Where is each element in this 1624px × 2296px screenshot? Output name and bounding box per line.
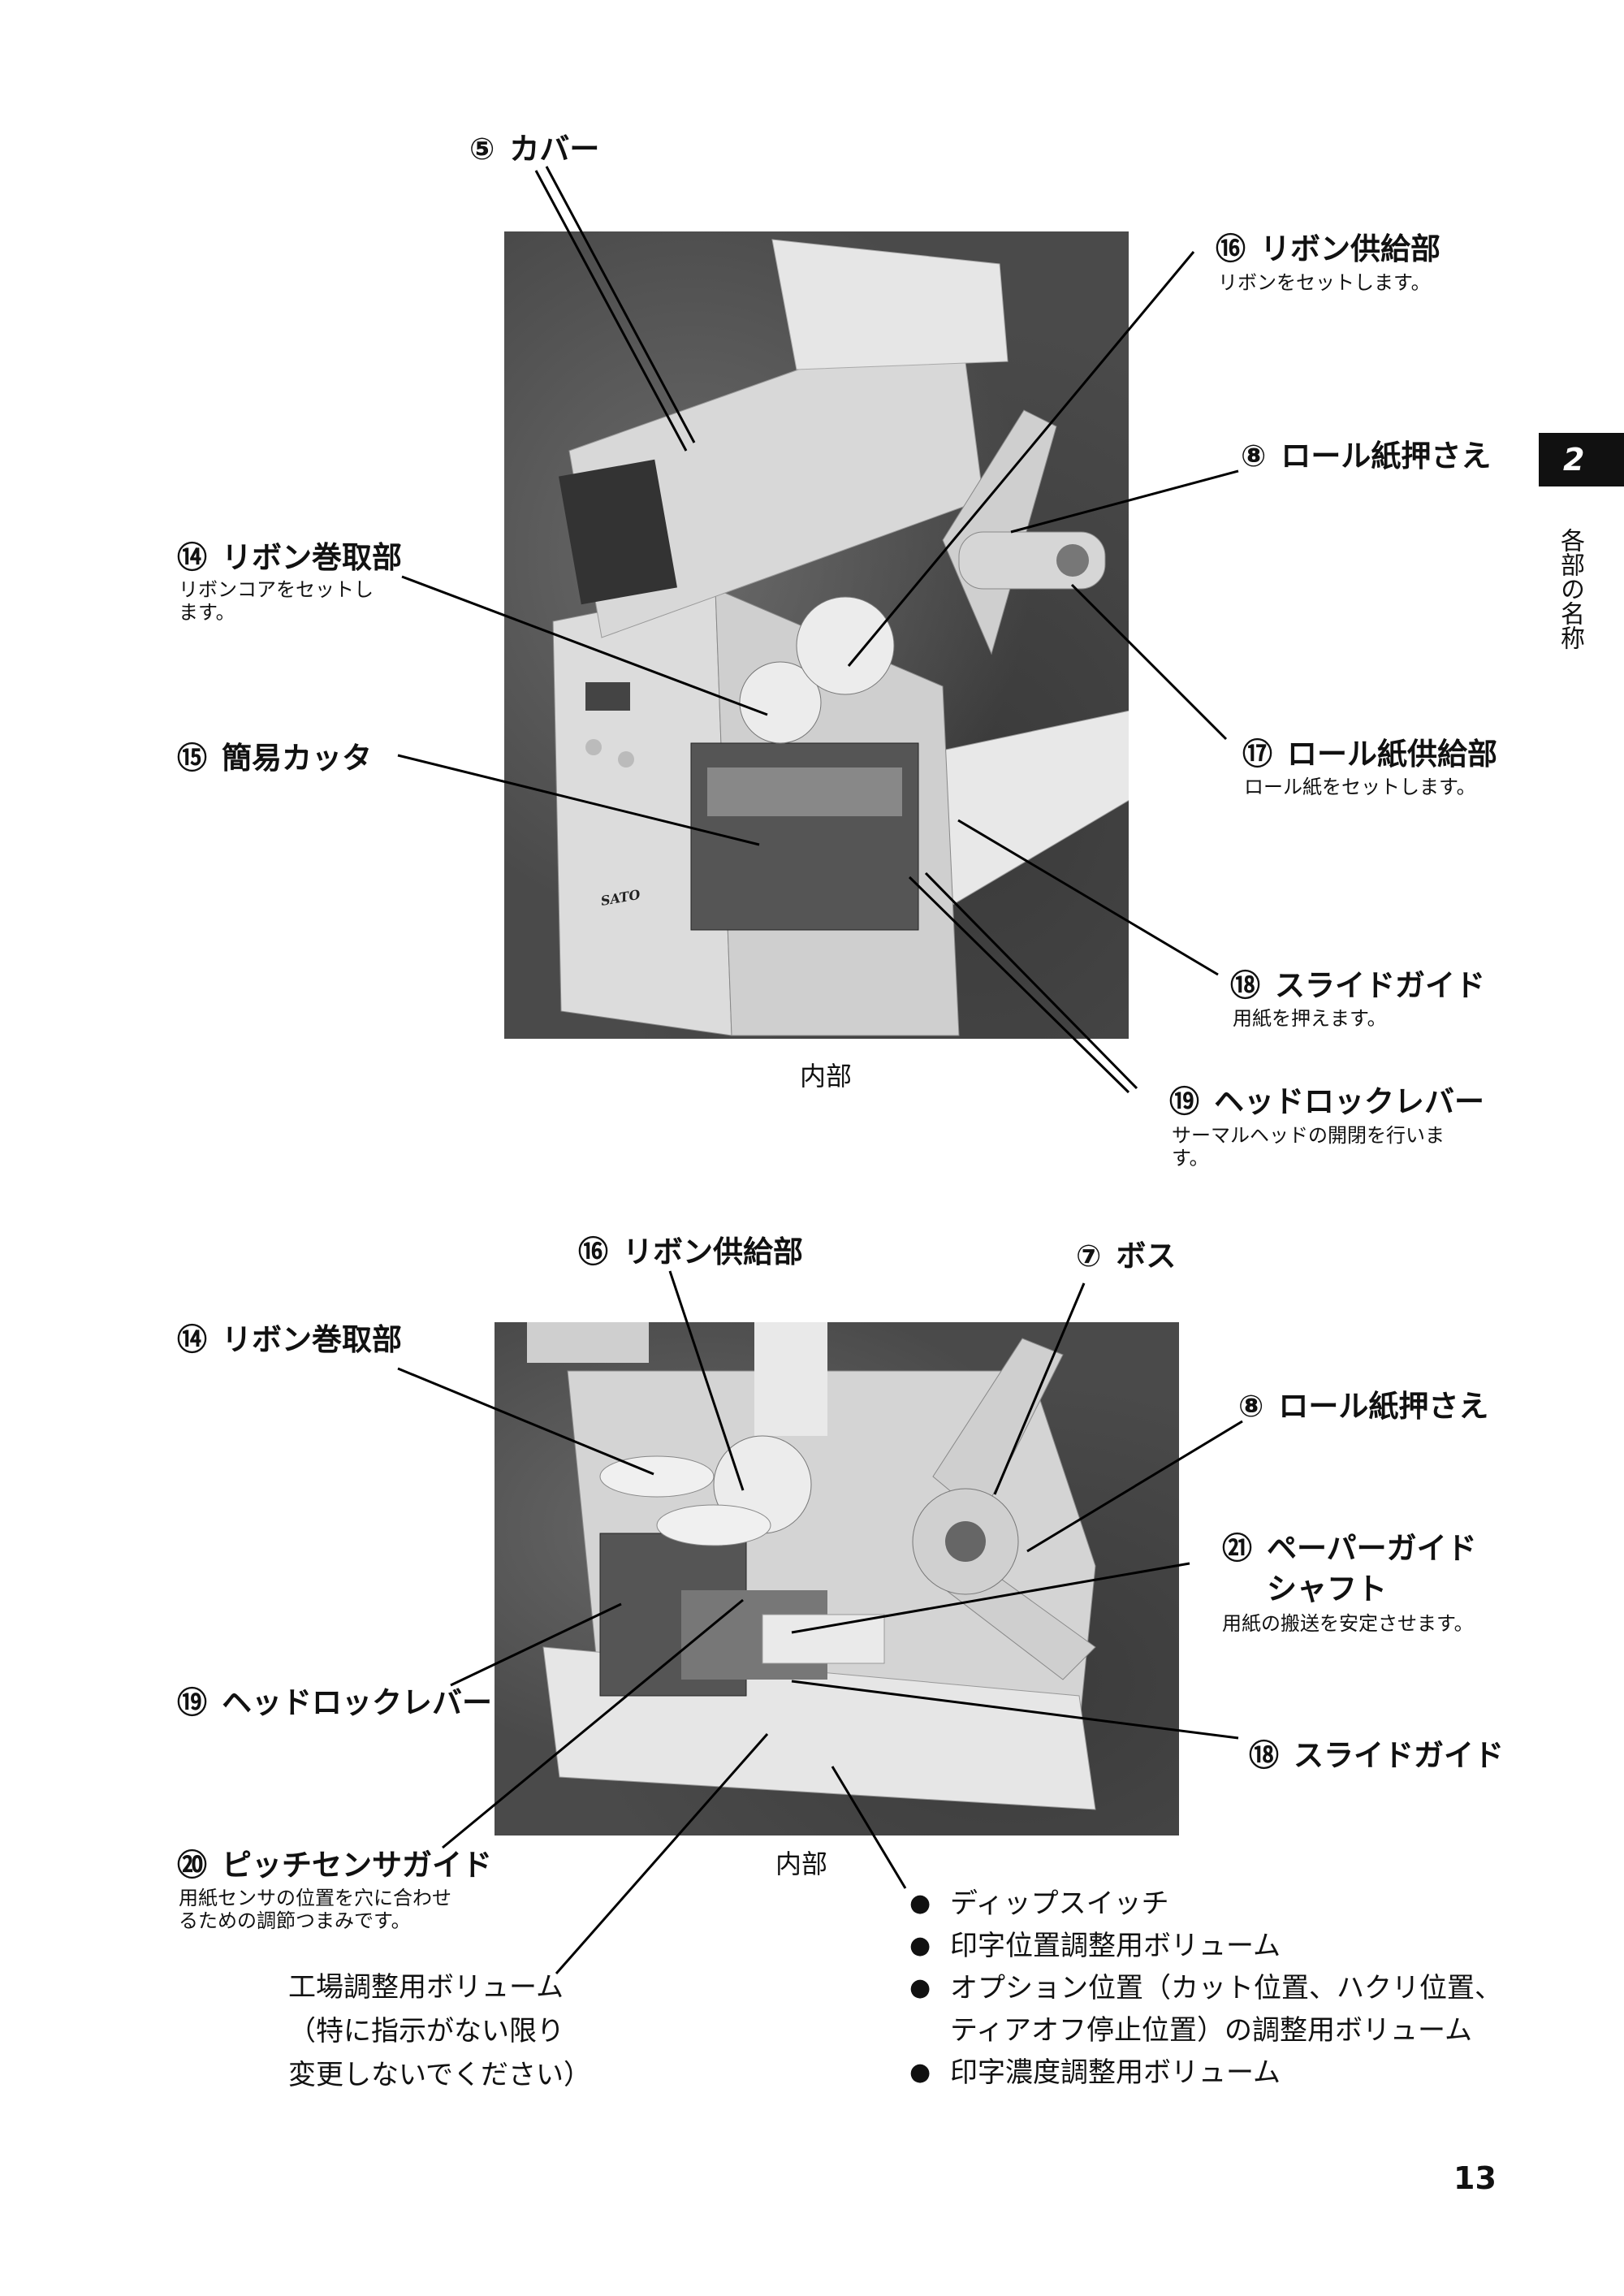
printer-interior-photo-1: SATO [504,231,1129,1039]
list-item: 印字濃度調整用ボリューム [909,2052,1502,2094]
desc-head-lock-1: サーマルヘッドの開閉を行いま す。 [1172,1124,1445,1170]
factory-volume-note: 工場調整用ボリューム （特に指示がない限り 変更しないでください） [288,1965,591,2097]
factory-volume-line-2: （特に指示がない限り [288,2015,564,2047]
desc-roll-supply: ロール紙をセットします。 [1244,776,1476,798]
desc-paper-guide-shaft: 用紙の搬送を安定させます。 [1222,1612,1474,1635]
desc-ribbon-rewind-1: リボンコアをセットし ます。 [179,578,374,624]
list-item-continuation: ティアオフ停止位置）の調整用ボリューム [950,2014,1472,2047]
factory-volume-line-1: 工場調整用ボリューム [288,1971,564,2004]
chapter-title: 各部の名称 [1556,528,1584,650]
desc-pitch-sensor-guide: 用紙センサの位置を穴に合わせ るための調節つまみです。 [179,1887,451,1932]
desc-ribbon-supply-1: リボンをセットします。 [1218,271,1431,294]
control-bullet-list: ディップスイッチ 印字位置調整用ボリューム オプション位置（カット位置、ハクリ位… [909,1883,1502,2094]
list-item: オプション位置（カット位置、ハクリ位置、 [909,1967,1502,2009]
page-number: 13 [1453,2160,1497,2196]
chapter-tab: 2 [1539,433,1624,486]
list-item: 印字位置調整用ボリューム [909,1925,1502,1967]
list-item: ディップスイッチ [909,1883,1502,1925]
figure1-caption: 内部 [800,1061,853,1092]
factory-volume-line-3: 変更しないでください） [288,2059,591,2091]
desc-slide-guide-1: 用紙を押えます。 [1233,1007,1387,1030]
printer-interior-photo-2 [495,1322,1179,1836]
label-paper-guide-shaft-line2: シャフト [1267,1572,1387,1606]
figure2-caption: 内部 [775,1848,828,1879]
